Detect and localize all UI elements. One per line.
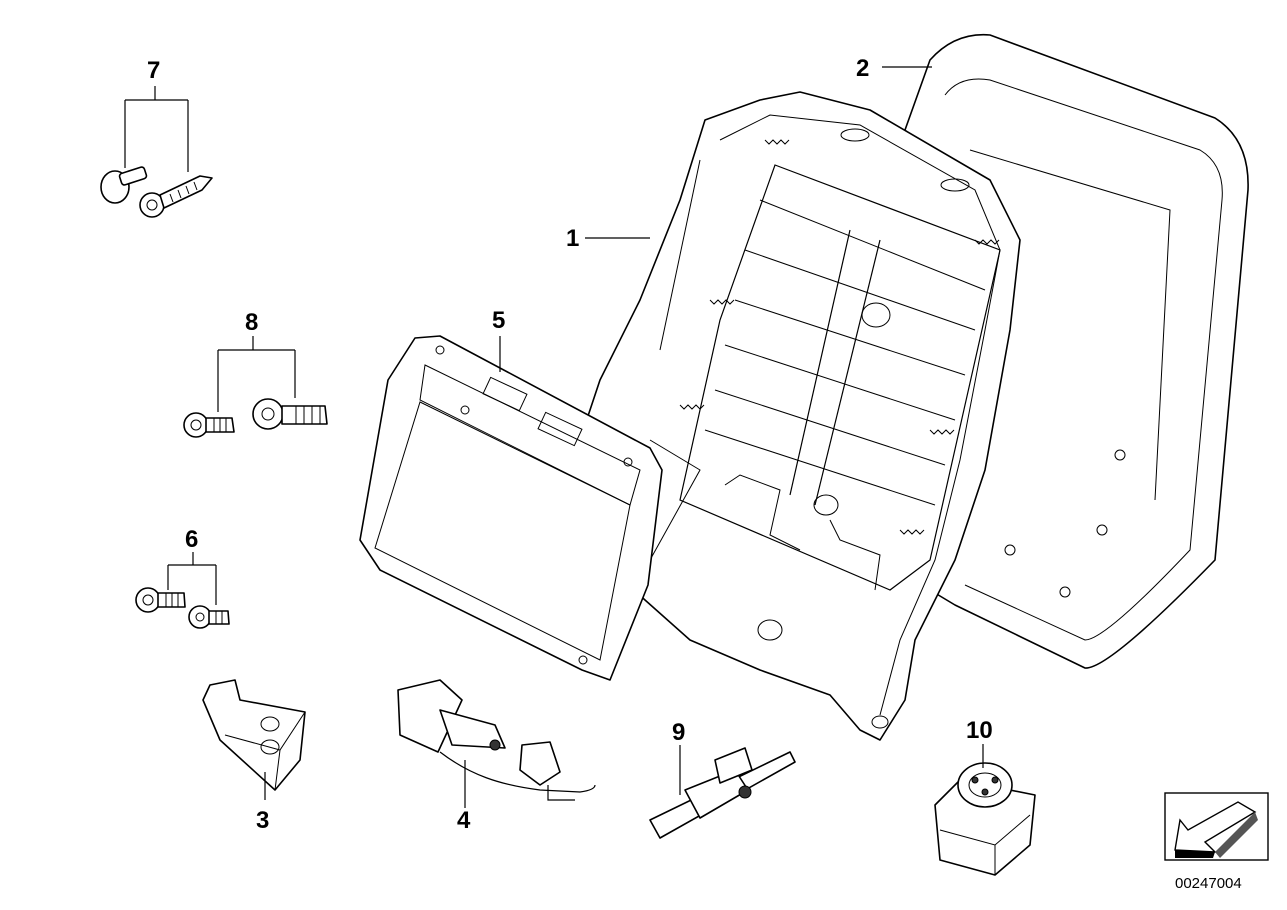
bolt-set	[183, 398, 328, 438]
callout-1: 1	[566, 225, 579, 252]
leader-lines	[124, 66, 984, 808]
callout-9: 9	[672, 719, 685, 746]
callout-labels: 1 2 3 4 5 6 7 8 9 10	[147, 55, 993, 834]
callout-10: 10	[966, 717, 993, 744]
seat-back-frame	[569, 91, 1021, 741]
callout-4: 4	[457, 807, 471, 834]
callout-3: 3	[256, 807, 269, 834]
reference-number: 00247004	[1175, 875, 1242, 892]
callout-2: 2	[856, 55, 869, 82]
connector-block	[202, 679, 306, 791]
actuator-motor	[397, 679, 596, 801]
callout-6: 6	[185, 526, 198, 553]
direction-arrow-icon	[1174, 801, 1257, 853]
gear-drive-unit	[934, 762, 1036, 876]
callout-5: 5	[492, 307, 505, 334]
orientation-arrow-box	[1164, 792, 1269, 861]
clip-bracket	[649, 747, 796, 839]
callout-8: 8	[245, 309, 258, 336]
screw-set-small	[135, 587, 230, 629]
rivet-and-screw	[100, 166, 213, 218]
callout-7: 7	[147, 57, 160, 84]
rear-panel-plate	[359, 335, 663, 681]
